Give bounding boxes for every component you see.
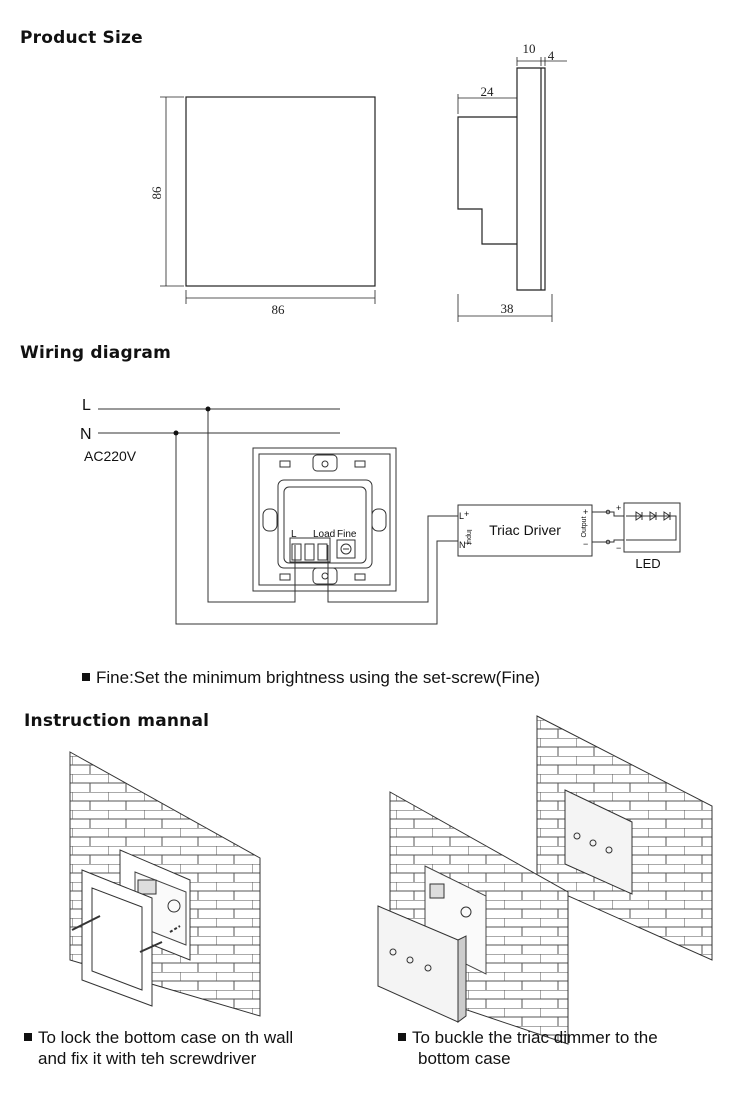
led-plus: + [616, 503, 621, 513]
bullet-icon [24, 1032, 32, 1041]
fine-note-text: Fine:Set the minimum brightness using th… [96, 668, 541, 687]
dim-front-width: 86 [272, 302, 286, 317]
terminal-l: L [291, 529, 297, 540]
dimmer-back [252, 447, 397, 592]
front-plate [185, 96, 376, 287]
driver-input-minus: − [464, 538, 469, 548]
side-view [457, 57, 567, 322]
label-voltage: AC220V [84, 448, 137, 464]
step2-line2: bottom case [418, 1049, 511, 1068]
driver-output-minus: − [583, 539, 588, 549]
junction-l [205, 406, 211, 412]
wires [98, 408, 624, 625]
dim-side-top1: 10 [523, 41, 536, 56]
wall-right-back [536, 715, 713, 961]
driver-input-label: Input [465, 529, 472, 545]
step2-line1: To buckle the triac dimmer to the [412, 1028, 658, 1047]
driver-output-label: Output [581, 516, 588, 537]
fine-note: Fine:Set the minimum brightness using th… [82, 668, 540, 688]
side-plate [516, 67, 546, 291]
product-size-heading: Product Size [20, 28, 143, 48]
dim-side-total: 38 [501, 301, 514, 316]
side-body [457, 116, 517, 245]
terminal-dot [605, 539, 611, 545]
screw-icon [71, 915, 181, 953]
dim-side-top2: 4 [548, 48, 555, 63]
dim-front-height: 86 [149, 186, 164, 200]
wiring-diagram-heading: Wiring diagram [20, 343, 171, 363]
bottom-case-left [81, 869, 153, 1007]
driver-input-plus: + [464, 509, 469, 519]
bullet-icon [82, 672, 90, 681]
instruction-heading: Instruction mannal [24, 711, 210, 731]
terminal-load: Load [313, 529, 335, 540]
triac-driver-label: Triac Driver [489, 522, 561, 538]
label-line-n: N [80, 426, 92, 443]
driver-input-l: L [459, 511, 464, 521]
junction-n [173, 430, 179, 436]
led-label: LED [635, 556, 660, 571]
terminal-dot [605, 509, 611, 515]
step2-caption: To buckle the triac dimmer to the bottom … [398, 1027, 658, 1069]
led-minus: − [616, 543, 621, 553]
terminal-fine: Fine [337, 529, 357, 540]
driver-output-plus: + [583, 507, 588, 517]
front-view [160, 96, 376, 304]
led-strip [623, 502, 681, 553]
driver-input-n: N [459, 540, 466, 550]
dimmer-panel [377, 905, 467, 1023]
triac-driver: Triac Driver Input Output L N + − + − [457, 504, 593, 557]
step1-caption: To lock the bottom case on th wall and fi… [24, 1027, 293, 1069]
step1-line2: and fix it with teh screwdriver [38, 1049, 257, 1068]
bullet-icon [398, 1032, 406, 1041]
dim-side-depth: 24 [481, 84, 495, 99]
label-line-l: L [82, 397, 91, 414]
step1-line1: To lock the bottom case on th wall [38, 1028, 294, 1047]
